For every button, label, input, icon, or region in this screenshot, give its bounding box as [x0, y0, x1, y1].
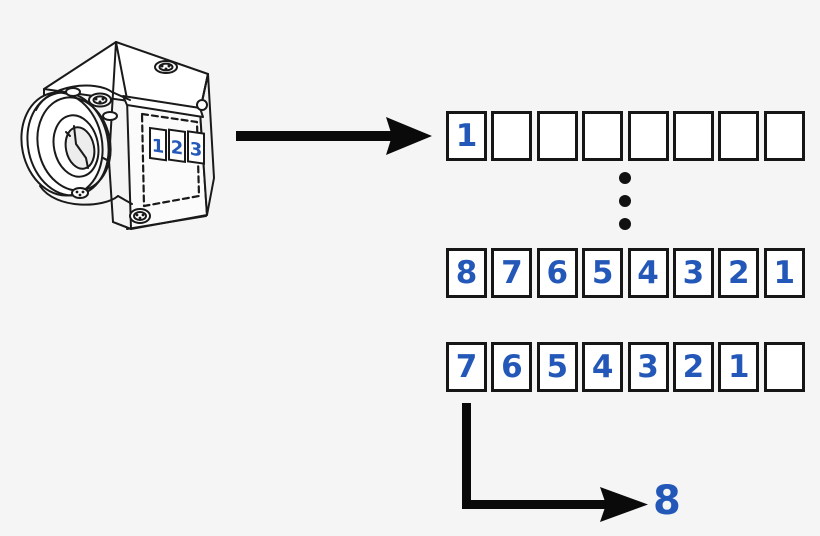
pixel-cell	[763, 342, 805, 392]
ellipsis-dot	[619, 195, 631, 207]
pixel-cell	[718, 111, 760, 161]
pixel-cell: 8	[446, 248, 487, 298]
pixel-cell: 5	[582, 248, 624, 298]
register-to-output-arrow	[462, 403, 648, 522]
camera-sensor-pixel-3: 3	[190, 139, 203, 162]
ellipsis-dot	[619, 218, 631, 230]
pixel-cell: 5	[536, 342, 578, 392]
pixel-cell: 1	[718, 342, 760, 392]
pixel-cell: 1	[446, 111, 487, 161]
pixel-cell: 3	[627, 342, 669, 392]
ellipsis-dot	[619, 172, 631, 184]
pixel-cell: 2	[672, 342, 714, 392]
output-value: 8	[653, 478, 681, 524]
pixel-cell: 6	[536, 248, 578, 298]
pixel-cell	[582, 111, 624, 161]
camera-sensor-pixel-2: 2	[171, 137, 184, 160]
camera-sensor-pixels: 1 2 3	[149, 126, 205, 165]
pixel-cell	[491, 111, 533, 161]
pixel-cell: 3	[672, 248, 714, 298]
vertical-ellipsis	[617, 172, 633, 230]
pixel-cell	[763, 111, 805, 161]
camera-sensor-pixel-1: 1	[152, 135, 165, 158]
pixel-cell: 4	[627, 248, 669, 298]
pixel-cell	[672, 111, 714, 161]
pixel-cell: 7	[491, 248, 533, 298]
pixel-cell	[536, 111, 578, 161]
pixel-cell	[627, 111, 669, 161]
pixel-cell: 4	[582, 342, 624, 392]
pixel-cell: 2	[718, 248, 760, 298]
pixel-cell: 6	[491, 342, 533, 392]
pixel-cell: 7	[446, 342, 487, 392]
camera-to-register-arrow	[236, 117, 432, 155]
shift-register-first-clock-row: 1	[446, 111, 805, 161]
pixel-cell: 1	[763, 248, 805, 298]
